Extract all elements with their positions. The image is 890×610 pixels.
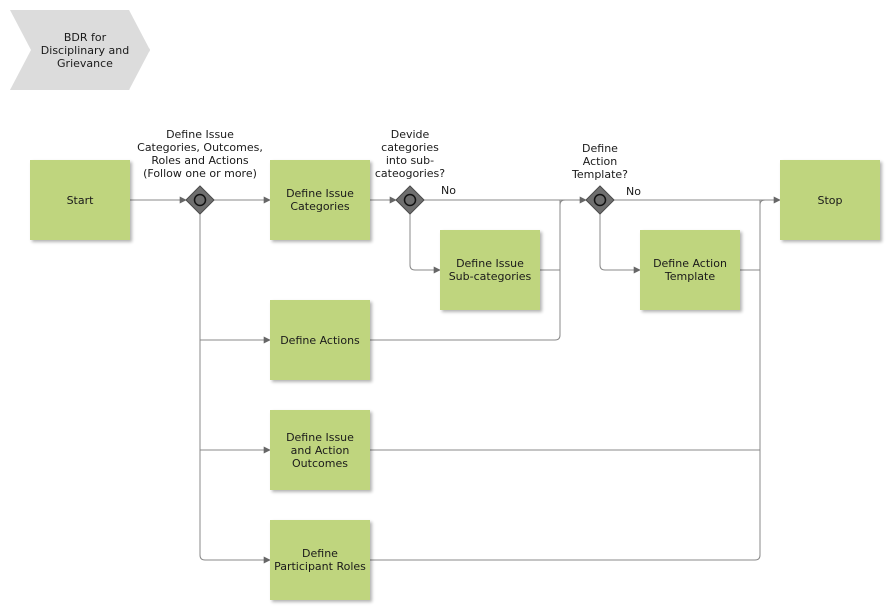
define-issue-subcategories-node[interactable]: Define Issue Sub-categories (440, 230, 540, 310)
connector-gw3-template (599, 214, 641, 274)
process-event-chevron (10, 10, 150, 90)
define-participant-roles-node[interactable]: Define Participant Roles (270, 520, 370, 600)
define-issue-categories-node[interactable]: Define Issue Categories (270, 160, 370, 240)
start-node[interactable]: Start (30, 160, 130, 240)
connector-actions-merge (370, 199, 566, 341)
connector-template-merge (740, 200, 761, 271)
edge-gw3-no-label: No (626, 185, 641, 198)
connector-subcategories-merge (540, 200, 561, 271)
stop-node[interactable]: Stop (780, 160, 880, 240)
gateway-gw1 (185, 185, 215, 215)
gateway-gw1-label: Define Issue Categories, Outcomes, Roles… (137, 128, 263, 180)
gateway-gw3 (585, 185, 615, 215)
event-label: BDR for Disciplinary and Grievance (40, 31, 130, 70)
gateway-gw2-label: Devide categories into sub- cateogories? (374, 128, 446, 180)
connector-roles-merge (370, 199, 766, 561)
define-action-template-node[interactable]: Define Action Template (640, 230, 740, 310)
connector-gw1-branch (199, 214, 271, 564)
gateway-gw3-label: Define Action Template? (571, 142, 629, 181)
gateway-gw2 (395, 185, 425, 215)
define-actions-node[interactable]: Define Actions (270, 300, 370, 380)
connector-gw2-subcategories (409, 214, 441, 274)
edge-gw2-no-label: No (441, 184, 456, 197)
define-outcomes-node[interactable]: Define Issue and Action Outcomes (270, 410, 370, 490)
